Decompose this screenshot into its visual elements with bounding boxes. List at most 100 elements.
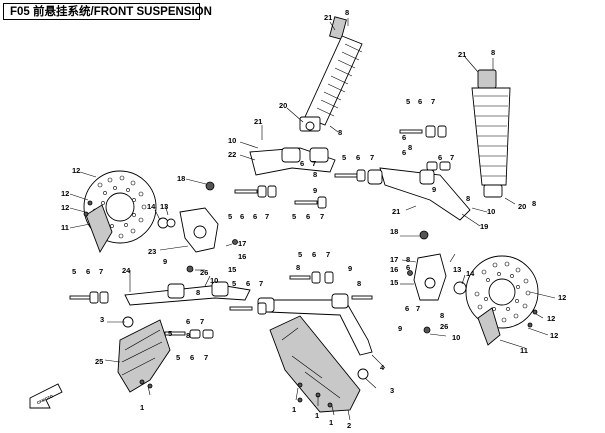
callout-10: 10 <box>487 207 495 216</box>
callout-6: 6 <box>356 153 360 162</box>
callout-10: 10 <box>210 276 218 285</box>
left-upper-a-arm <box>249 147 336 176</box>
callout-9: 9 <box>398 324 402 333</box>
callout-25: 25 <box>95 357 103 366</box>
callout-6: 6 <box>86 267 90 276</box>
right-a-arm-guard <box>269 315 361 413</box>
callout-8: 8 <box>357 279 361 288</box>
callout-5: 5 <box>232 279 236 288</box>
callout-24: 24 <box>122 266 131 275</box>
callout-8: 8 <box>491 48 495 57</box>
left-a-arm-guard <box>117 319 171 393</box>
right-steering-knuckle <box>413 253 475 301</box>
callout-9: 9 <box>348 264 352 273</box>
callout-5: 5 <box>168 329 172 338</box>
callout-21: 21 <box>392 207 400 216</box>
callout-7: 7 <box>200 317 204 326</box>
callout-6: 6 <box>300 159 304 168</box>
callout-8: 8 <box>196 288 200 297</box>
left-lower-a-arm <box>122 281 251 328</box>
forward-direction-arrow: CFMOTO <box>29 383 63 409</box>
callout-21: 21 <box>458 50 466 59</box>
callout-6: 6 <box>240 212 244 221</box>
diagram-title: F05 前悬挂系统/FRONT SUSPENSION <box>3 3 212 20</box>
callout-7: 7 <box>450 153 454 162</box>
callout-8: 8 <box>338 128 342 137</box>
callout-9: 9 <box>163 257 167 266</box>
callout-5: 5 <box>298 250 302 259</box>
callout-8: 8 <box>532 199 536 208</box>
callout-6: 6 <box>438 153 442 162</box>
callout-22: 22 <box>228 150 236 159</box>
callout-3: 3 <box>390 386 394 395</box>
callout-5: 5 <box>406 97 410 106</box>
callout-10: 10 <box>452 333 460 342</box>
callout-6: 6 <box>190 353 194 362</box>
callout-7: 7 <box>204 353 208 362</box>
callout-18: 18 <box>177 174 185 183</box>
callout-6: 6 <box>312 250 316 259</box>
right-brake-disc <box>465 255 539 346</box>
arrow-glyph: CFMOTO <box>36 393 54 405</box>
callout-3: 3 <box>100 315 104 324</box>
right-shock-absorber <box>471 69 511 198</box>
callout-12: 12 <box>547 314 555 323</box>
callout-12: 12 <box>72 166 80 175</box>
callout-5: 5 <box>72 267 76 276</box>
callout-1: 1 <box>292 405 296 414</box>
callout-7: 7 <box>312 159 316 168</box>
callout-12: 12 <box>61 203 69 212</box>
callout-19: 19 <box>480 222 488 231</box>
callout-18: 18 <box>390 227 398 236</box>
callout-1: 1 <box>140 403 144 412</box>
callout-6: 6 <box>186 317 190 326</box>
callout-12: 12 <box>558 293 566 302</box>
callout-9: 9 <box>313 186 317 195</box>
callout-26: 26 <box>440 322 448 331</box>
callout-8: 8 <box>345 8 349 17</box>
callout-8: 8 <box>313 170 317 179</box>
callout-6: 6 <box>246 279 250 288</box>
callout-17: 17 <box>238 239 246 248</box>
callout-17: 17 <box>390 255 398 264</box>
callout-14: 14 <box>466 269 475 278</box>
callout-4: 4 <box>380 363 385 372</box>
callout-7: 7 <box>320 212 324 221</box>
callout-5: 5 <box>228 212 232 221</box>
callout-13: 13 <box>453 265 461 274</box>
callout-26: 26 <box>200 268 208 277</box>
callout-6: 6 <box>405 304 409 313</box>
callout-7: 7 <box>431 97 435 106</box>
callout-1: 1 <box>315 411 319 420</box>
callout-14: 14 <box>147 202 156 211</box>
callout-7: 7 <box>370 153 374 162</box>
left-steering-knuckle <box>157 207 219 253</box>
callout-5: 5 <box>292 212 296 221</box>
leader-lines <box>69 18 556 421</box>
callout-13: 13 <box>160 202 168 211</box>
callout-5: 5 <box>176 353 180 362</box>
callout-8: 8 <box>406 255 410 264</box>
callout-7: 7 <box>259 279 263 288</box>
callout-20: 20 <box>279 101 287 110</box>
callout-15: 15 <box>228 265 236 274</box>
callout-12: 12 <box>61 189 69 198</box>
left-shock-absorber <box>299 16 363 132</box>
callout-7: 7 <box>265 212 269 221</box>
callout-6: 6 <box>406 263 410 272</box>
callout-21: 21 <box>324 13 332 22</box>
callout-11: 11 <box>61 223 69 232</box>
callout-23: 23 <box>148 247 156 256</box>
callout-8: 8 <box>296 263 300 272</box>
right-upper-a-arm <box>367 167 471 221</box>
callout-1: 1 <box>329 418 333 427</box>
callout-8: 8 <box>186 331 190 340</box>
callout-15: 15 <box>390 278 398 287</box>
callout-11: 11 <box>520 346 528 355</box>
callout-7: 7 <box>99 267 103 276</box>
callout-16: 16 <box>238 252 246 261</box>
callout-21: 21 <box>254 117 262 126</box>
callout-9: 9 <box>432 185 436 194</box>
